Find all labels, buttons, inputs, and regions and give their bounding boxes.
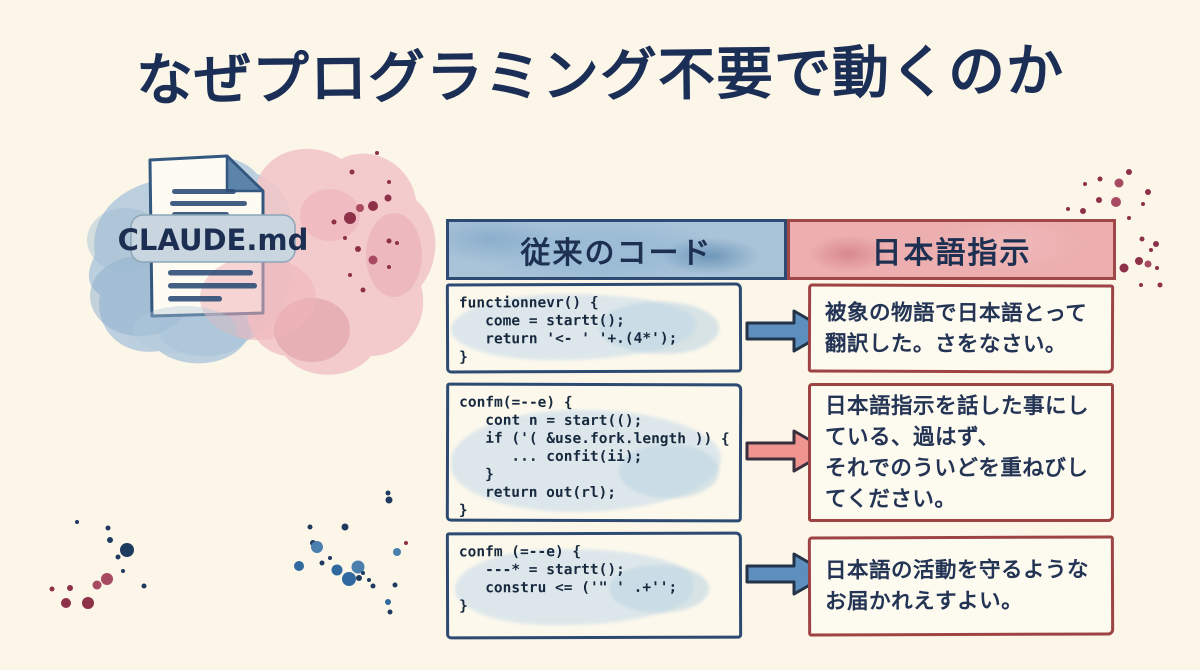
paint-dots-red-left (331, 151, 399, 293)
code-box-row3: confm (=--e) { ---* = startt(); constru … (445, 531, 743, 640)
filename-band (130, 214, 296, 263)
instruction-text-row1: 被象の物語で日本語とって 翻訳した。さをなさい。 (824, 300, 1088, 357)
pink-wash-overlay (200, 256, 316, 340)
claude-md-document-icon: CLAUDE.md (118, 154, 316, 354)
instruction-box-row3: 日本語の活動を守るような お届かれえすよい。 (807, 535, 1115, 637)
japanese-instruction-header-label: 日本語指示 (871, 235, 1032, 271)
code-box-row2: confm(=--e) { cont n = start((); if ('( … (445, 382, 743, 523)
instruction-text-row3: 日本語の活動を守るような お届かれえすよい。 (824, 557, 1090, 615)
code-text-row1: functionnevr() { come = startt(); return… (458, 294, 678, 366)
code-box-row1: functionnevr() { come = startt(); return… (445, 282, 743, 374)
claude-md-label: CLAUDE.md (118, 223, 309, 257)
paper-fold-corner (225, 154, 265, 193)
column-header-japanese-instruction: 日本語指示 (787, 219, 1116, 280)
paint-dots-bottom-left (49, 520, 147, 609)
instruction-text-row2: 日本語指示を話した事にし ている、過はず、 それでのういどを重ねびし てください… (825, 393, 1090, 512)
blue-wash-overlay (133, 306, 237, 354)
instruction-box-row2: 日本語指示を話した事にし ている、過はず、 それでのういどを重ねびし てください… (808, 383, 1114, 522)
column-header-traditional-code: 従来のコード (446, 219, 787, 280)
instruction-box-row1: 被象の物語で日本語とって 翻訳した。さをなさい。 (807, 283, 1115, 374)
paint-dots-red-right (1066, 169, 1163, 288)
page-title: なぜプログラミング不要で動くのか (135, 38, 1065, 114)
code-text-row2: confm(=--e) { cont n = start((); if ('( … (458, 394, 730, 519)
traditional-code-header-label: 従来のコード (520, 235, 713, 271)
code-text-row3: confm (=--e) { ---* = startt(); constru … (458, 544, 678, 615)
paint-dots-blue-cluster (294, 490, 408, 615)
